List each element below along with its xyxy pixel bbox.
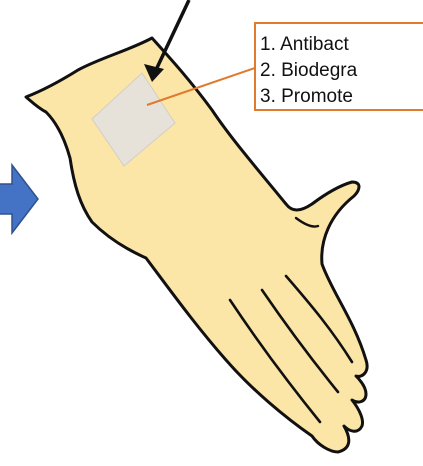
callout-item-3: 3. Promote <box>260 86 353 107</box>
callout-item-1: 1. Antibact <box>260 34 349 55</box>
flow-arrow-icon <box>0 165 38 233</box>
callout-item-2: 2. Biodegra <box>260 60 358 81</box>
callout-box: 1. Antibact 2. Biodegra 3. Promote <box>255 23 423 110</box>
